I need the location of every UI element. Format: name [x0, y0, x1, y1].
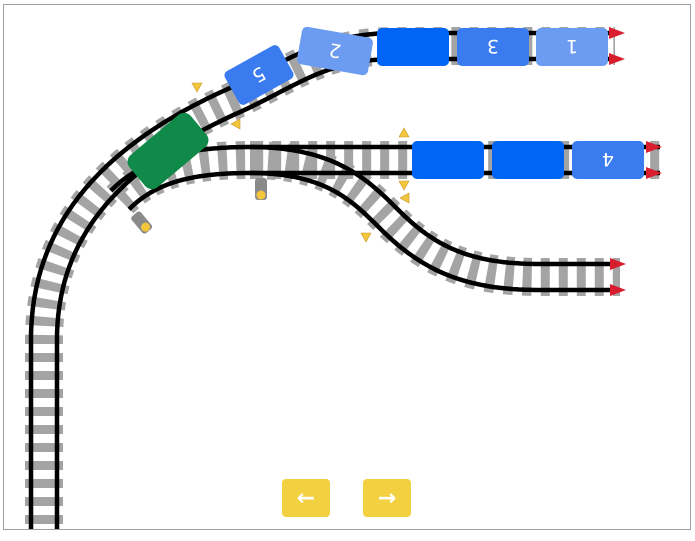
track-end-stop	[609, 27, 625, 39]
move-right-button[interactable]: →	[363, 479, 411, 517]
track-siding-rail-b	[249, 170, 620, 293]
train-car[interactable]: 1	[536, 28, 608, 66]
move-left-button[interactable]: ←	[282, 479, 330, 517]
train-car[interactable]: 2	[296, 26, 374, 76]
track-branch-rail-b	[127, 170, 660, 211]
signal-post	[131, 211, 153, 234]
track-end-stop	[646, 167, 662, 179]
train-car[interactable]: 4	[572, 141, 644, 179]
locomotive-body	[127, 112, 209, 190]
car-number: 1	[566, 35, 578, 57]
track-end-stop	[609, 53, 625, 65]
car-body	[412, 141, 484, 179]
track-end-stop	[610, 258, 626, 270]
switch-marker[interactable]	[398, 180, 410, 191]
switch-markers	[191, 82, 410, 243]
signal-light	[256, 190, 266, 200]
car-body	[297, 26, 373, 76]
locomotive[interactable]	[124, 109, 212, 193]
train-car[interactable]	[412, 141, 484, 179]
car-number: 4	[602, 148, 614, 170]
track-end-stop	[610, 284, 626, 296]
train-cars: 1 3 2 5 4	[124, 26, 644, 193]
switch-marker[interactable]	[230, 118, 241, 130]
signal[interactable]	[255, 178, 267, 200]
signals	[130, 178, 267, 235]
car-body	[536, 28, 608, 66]
train-car[interactable]	[377, 28, 449, 66]
left-arrow-icon: ←	[296, 485, 316, 511]
switch-marker[interactable]	[360, 232, 372, 243]
train-car[interactable]: 5	[223, 43, 296, 106]
track-siding-ties	[249, 141, 620, 296]
switch-marker[interactable]	[399, 192, 410, 204]
track-branch-ties	[106, 141, 660, 214]
track-siding-rail-a	[250, 144, 620, 267]
switch-marker[interactable]	[398, 127, 410, 138]
track-ends	[609, 27, 662, 296]
car-body	[457, 28, 529, 66]
signal-light	[141, 222, 151, 232]
car-body	[224, 45, 294, 105]
train-car[interactable]	[492, 141, 564, 179]
switch-marker[interactable]	[191, 82, 203, 93]
track-end-stop	[646, 141, 662, 153]
track-main-curve-rail-b	[54, 56, 615, 530]
train-car[interactable]: 3	[457, 28, 529, 66]
signal[interactable]	[130, 210, 153, 235]
car-body	[572, 141, 644, 179]
car-number: 3	[487, 35, 499, 57]
car-body	[492, 141, 564, 179]
car-body	[377, 28, 449, 66]
car-number: 2	[327, 38, 343, 62]
right-arrow-icon: →	[377, 485, 397, 511]
